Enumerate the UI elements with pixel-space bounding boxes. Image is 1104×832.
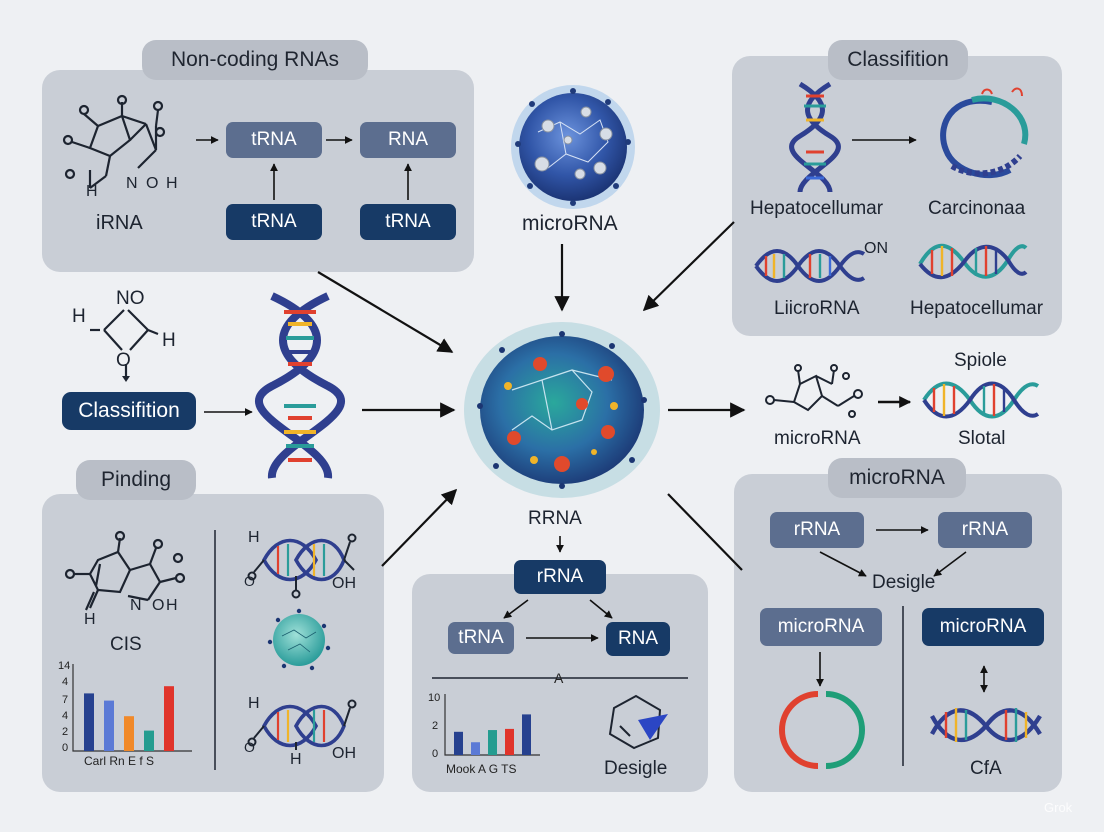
coiled-rna-icon [940, 87, 1029, 179]
pill-rrna-micro-1[interactable]: rRNA [770, 512, 864, 548]
label-carcinonaa: Carcinonaa [928, 198, 1026, 219]
micro-bottom-label: CfA [970, 758, 1002, 779]
chart1-bar-4 [164, 686, 174, 751]
chart1-xlabels: Carl Rn E f S [84, 754, 155, 768]
spiole-label: Spiole [954, 350, 1007, 371]
ring-structure-icon [90, 309, 159, 382]
virus-particle-icon [267, 608, 331, 671]
dna-ring-icon-1: H O OH [244, 529, 357, 599]
dna-double-helix-large-icon [255, 292, 345, 479]
panel-title-microrna: microRNA [828, 458, 966, 498]
right-molecule-icon [765, 364, 863, 418]
chart2-xlabels: Mook A G TS [446, 762, 517, 776]
svg-text:OH: OH [332, 745, 356, 762]
hexagon-shape-icon [608, 694, 668, 750]
panel-title-classification: Classifition [828, 40, 968, 80]
right-molecule-label: microRNA [774, 428, 861, 449]
chart1-bar-3 [144, 730, 154, 751]
classification-pill[interactable]: Classifition [62, 392, 196, 430]
svg-text:N: N [126, 175, 138, 192]
rrna-divider [432, 677, 688, 679]
rrna-cell-icon [464, 322, 660, 498]
chart2-tick-2: 0 [432, 748, 439, 760]
panel-title-noncoding-rnas: Non-coding RNAs [142, 40, 368, 80]
chart2-bar-4 [522, 714, 531, 755]
chart1-bar-0 [84, 693, 94, 751]
chart1-tick-4: 0 [62, 742, 69, 754]
pill-rna-top[interactable]: RNA [360, 122, 456, 158]
pill-microrna-2[interactable]: microRNA [922, 608, 1044, 646]
chart2-bar-3 [505, 728, 514, 755]
pill-rrna-micro-2[interactable]: rRNA [938, 512, 1032, 548]
micro-divider [902, 606, 904, 766]
label-no: NO [116, 288, 145, 309]
svg-text:O: O [244, 573, 255, 589]
rrna-divider-label: A [554, 670, 564, 686]
panel-title-pinding: Pinding [76, 460, 196, 500]
panel-rrna [412, 574, 708, 792]
label-hepatocellumar-2: Hepatocellumar [910, 298, 1044, 319]
cell-label-rrna: RRNA [528, 508, 582, 529]
svg-text:O: O [152, 597, 164, 614]
structural-formula-icon: H N O H [62, 94, 178, 200]
label-h-right: H [162, 330, 176, 351]
svg-text:OH: OH [332, 575, 356, 592]
svg-text:N: N [130, 597, 142, 614]
pill-rna-rrna-panel[interactable]: RNA [606, 622, 670, 656]
label-on: ON [864, 240, 888, 257]
label-liicrorna: LiicroRNA [774, 298, 860, 319]
pill-trna-bottom-1[interactable]: tRNA [226, 204, 322, 240]
chart1-tick-3: 2 [62, 726, 69, 738]
chart1-bar-2 [124, 716, 134, 751]
chart1-tick-2: 4 [62, 710, 69, 722]
pinding-molecule-label: CIS [110, 634, 142, 655]
dna-strand-icon-micro [930, 708, 1042, 743]
label-h-left: H [72, 306, 86, 327]
pinding-molecule-icon: H N O H [64, 530, 186, 628]
label-hepatocellumar: Hepatocellumar [750, 198, 884, 219]
chart2-bar-2 [488, 730, 497, 755]
pill-trna-top[interactable]: tRNA [226, 122, 322, 158]
chart1-tick-0: 4 [62, 676, 69, 688]
pinding-divider [214, 530, 216, 770]
slotal-label: Slotal [958, 428, 1006, 449]
chart1-tick-1: 7 [62, 694, 69, 706]
svg-text:H: H [248, 529, 260, 546]
dna-strand-icon-2 [918, 243, 1028, 280]
pinding-bar-chart [72, 664, 192, 752]
chart2-tick-0: 10 [428, 692, 441, 704]
svg-text:H: H [166, 597, 178, 614]
pill-trna-bottom-2[interactable]: tRNA [360, 204, 456, 240]
dna-strand-icon-1 [754, 249, 866, 283]
circular-rna-icon [779, 691, 865, 769]
molecule-label-irna: iRNA [96, 212, 143, 234]
svg-text:O: O [146, 175, 158, 192]
panel-pinding [42, 494, 384, 792]
micro-center-label: Desigle [872, 572, 936, 593]
svg-text:H: H [166, 175, 178, 192]
svg-text:H: H [86, 183, 98, 200]
chart2-bar-1 [471, 742, 480, 755]
svg-text:O: O [244, 739, 255, 755]
cell-label-microrna-top: microRNA [522, 212, 618, 235]
dna-ring-icon-2: H O H OH [244, 695, 357, 768]
dna-strand-icon-right [922, 381, 1040, 419]
rrna-shape-label: Desigle [604, 758, 668, 779]
pill-rrna-center[interactable]: rRNA [514, 560, 606, 594]
svg-text:H: H [84, 611, 96, 628]
chart1-bar-1 [104, 700, 114, 751]
svg-text:H: H [248, 695, 260, 712]
rrna-bar-chart [444, 694, 540, 756]
pill-microrna-1[interactable]: microRNA [760, 608, 882, 646]
microrna-cell-icon [511, 85, 635, 209]
pill-trna-rrna-panel[interactable]: tRNA [448, 622, 514, 654]
chart1-axis-top: 14 [58, 660, 71, 672]
chart2-tick-1: 2 [432, 720, 439, 732]
chart2-bar-0 [454, 731, 463, 755]
dna-helix-icon [789, 81, 841, 193]
svg-text:H: H [290, 751, 302, 768]
watermark: Grok [1044, 800, 1073, 815]
